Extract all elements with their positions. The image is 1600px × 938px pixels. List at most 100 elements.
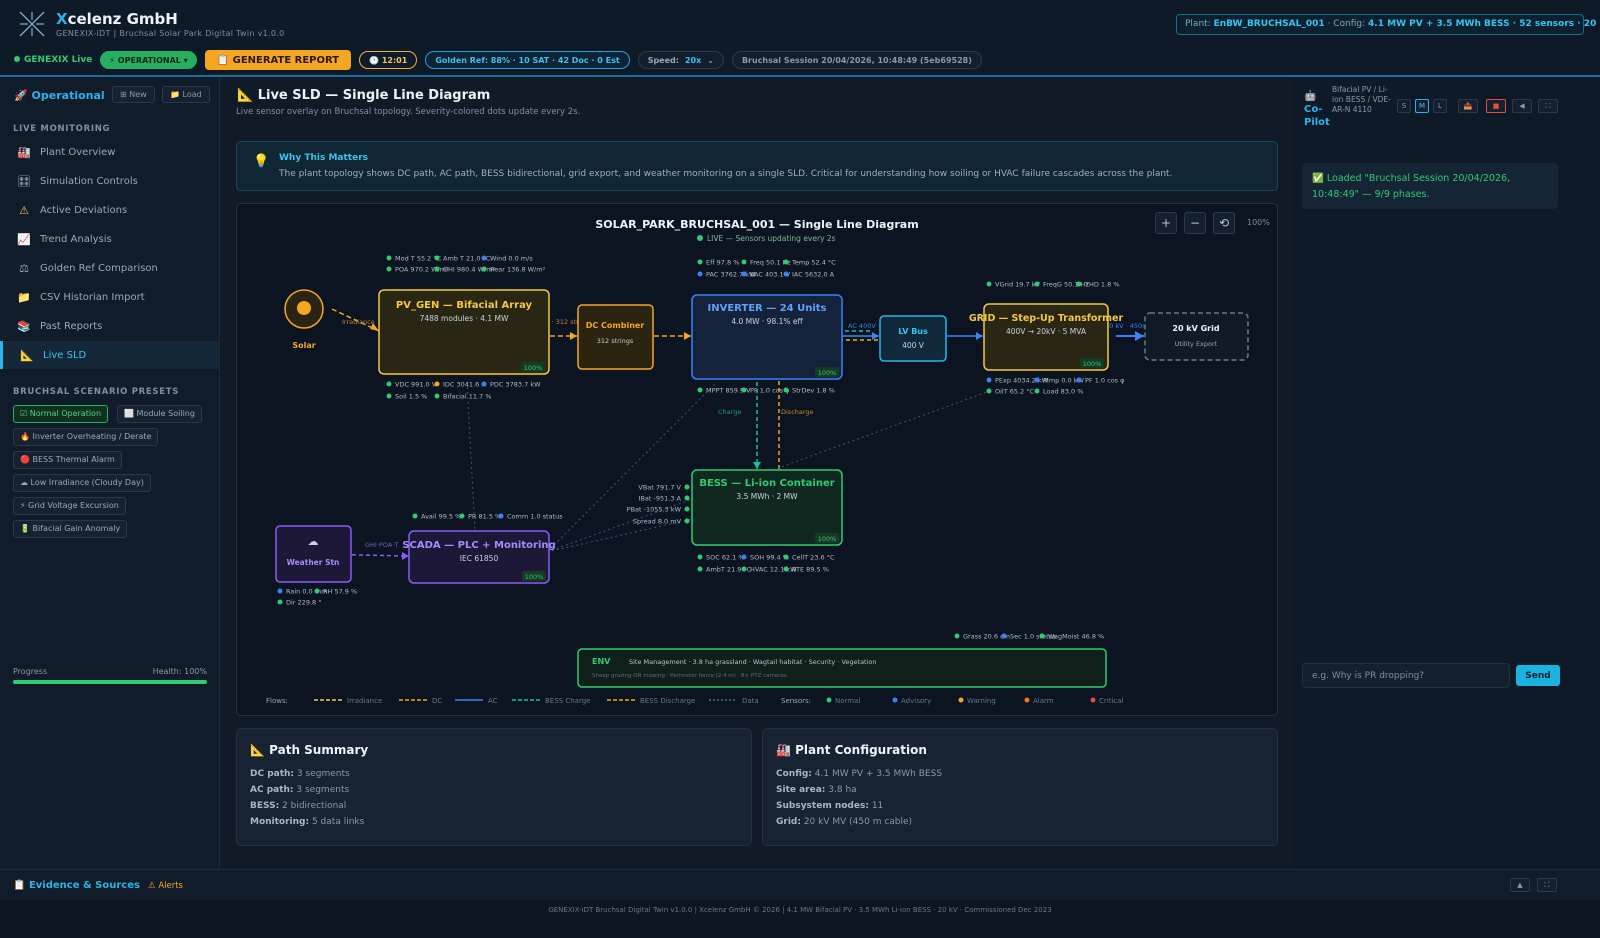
evidence-sources-tab[interactable]: 📋 Evidence & Sources	[13, 880, 140, 891]
sensor-label: IBat -951.3 A	[639, 495, 682, 503]
node-inverter[interactable]: INVERTER — 24 Units 4.0 MW · 98.1% eff 1…	[691, 294, 843, 380]
svg-text:Warning: Warning	[967, 697, 996, 705]
load-session-button[interactable]: 📁 Load	[162, 86, 210, 103]
sensor-dot	[434, 255, 440, 261]
svg-text:Solar: Solar	[292, 341, 315, 350]
reset-view-button[interactable]: ⟲	[1213, 212, 1235, 234]
single-line-diagram[interactable]: SOLAR_PARK_BRUCHSAL_001 — Single Line Di…	[237, 204, 1278, 716]
svg-text:BESS Discharge: BESS Discharge	[640, 697, 695, 705]
sensor-label: VDC 991.0 V	[395, 381, 437, 389]
sensor-label: SOH 99.4 %	[750, 554, 789, 562]
zoom-in-button[interactable]: +	[1155, 212, 1177, 234]
sensor-label: IAC 5632.0 A	[792, 271, 835, 279]
sidebar-item-live-sld[interactable]: 📐Live SLD	[0, 341, 219, 369]
sensor-dot	[1039, 633, 1045, 639]
bottom-bar: 📋 Evidence & Sources ⚠ Alerts ▲ ⛶	[0, 869, 1600, 900]
preset-inverter-overheating[interactable]: 🔥 Inverter Overheating / Derate	[13, 428, 159, 446]
factory-icon: 🏭	[17, 145, 31, 159]
sidebar-item-golden-ref[interactable]: ⚖Golden Ref Comparison	[0, 254, 219, 282]
node-weather-station[interactable]: ☁ Weather Stn	[275, 525, 352, 583]
expand-up-icon[interactable]: ▲	[1510, 878, 1530, 892]
node-scada[interactable]: SCADA — PLC + Monitoring IEC 61850 100%	[402, 530, 556, 584]
path-summary-card: 📐 Path Summary DC path: 3 segments AC pa…	[236, 728, 752, 846]
sensor-label: RH 57.9 %	[323, 588, 357, 596]
size-m-button[interactable]: M	[1415, 99, 1429, 113]
golden-ref-badge[interactable]: Golden Ref: 88% · 10 SAT · 42 Doc · 0 Es…	[425, 51, 630, 69]
svg-text:Data: Data	[742, 697, 759, 705]
sidebar-item-trend-analysis[interactable]: 📈Trend Analysis	[17, 232, 112, 246]
sensor-dot	[434, 381, 440, 387]
sensor-label: PExp 4034.2 kW	[995, 377, 1049, 385]
expand-icon[interactable]: ⛶	[1538, 99, 1558, 113]
sensor-dot	[783, 554, 789, 560]
export-icon[interactable]: 📤	[1458, 99, 1478, 113]
sensor-dot	[1001, 633, 1007, 639]
sensor-dot	[434, 266, 440, 272]
sensor-label: Spread 8.0 mV	[633, 518, 682, 526]
sensor-label: Load 83.0 %	[1043, 388, 1083, 396]
send-button[interactable]: Send	[1516, 665, 1560, 686]
node-lv-bus[interactable]: LV Bus 400 V	[879, 315, 947, 362]
fullscreen-icon[interactable]: ⛶	[1537, 878, 1557, 892]
copilot-panel: 🤖Co-Pilot Bifacial PV / Li-ion BESS / VD…	[1294, 77, 1600, 869]
sensor-label: SOC 62.1 %	[706, 554, 745, 562]
zoom-out-button[interactable]: −	[1184, 212, 1206, 234]
flow-label-irradiance: Irradiance	[342, 318, 375, 326]
sensor-label: PDC 3783.7 kW	[490, 381, 541, 389]
node-env[interactable]: ENV Site Management · 3.8 ha grassland ·…	[577, 648, 1107, 688]
sidebar-item-active-deviations[interactable]: ⚠Active Deviations	[0, 196, 219, 224]
sidebar-item-simulation-controls[interactable]: 🎛Simulation Controls	[17, 174, 138, 188]
speed-select[interactable]: Speed:20x⌄	[637, 51, 724, 69]
node-pv-array[interactable]: PV_GEN — Bifacial Array 7488 modules · 4…	[378, 289, 550, 375]
sensor-label: Amb T 21.0 °C	[443, 255, 491, 263]
plant-config-badge: Plant: EnBW_BRUCHSAL_001 · Config: 4.1 M…	[1176, 14, 1600, 35]
preset-low-irradiance[interactable]: ☁ Low Irradiance (Cloudy Day)	[13, 474, 151, 492]
sensor-dot	[741, 259, 747, 265]
sensor-dot	[386, 381, 392, 387]
document-icon: 📋	[13, 880, 26, 891]
alerts-tab[interactable]: ⚠ Alerts	[148, 881, 183, 891]
sensor-dot	[783, 259, 789, 265]
sensor-label: Rear 136.8 W/m²	[490, 266, 546, 274]
sensor-label: VBat 791.7 V	[638, 484, 681, 492]
sensor-label: StrDev 1.8 %	[792, 387, 835, 395]
sensor-dot	[459, 513, 465, 519]
svg-text:ENV: ENV	[592, 657, 611, 666]
sensor-label: MPPT 859.9 V	[706, 387, 751, 395]
svg-text:400V → 20kV · 5 MVA: 400V → 20kV · 5 MVA	[1006, 327, 1087, 336]
sensor-dot	[314, 588, 320, 594]
node-bess[interactable]: BESS — Li-ion Container 3.5 MWh · 2 MW 1…	[691, 469, 843, 546]
page-title: 📐 Live SLD — Single Line Diagram	[237, 88, 491, 103]
svg-text:Utility Export: Utility Export	[1175, 340, 1218, 348]
node-dc-combiner[interactable]: DC Combiner 312 strings	[577, 304, 654, 370]
svg-text:Irradiance: Irradiance	[347, 697, 382, 705]
svg-text:Advisory: Advisory	[901, 697, 931, 705]
why-this-matters-box: 💡 Why This Matters The plant topology sh…	[236, 141, 1278, 191]
status-dropdown[interactable]: ⚡ OPERATIONAL ▾	[100, 51, 197, 69]
node-grid-transformer[interactable]: GRID — Step-Up Transformer 400V → 20kV ·…	[969, 303, 1124, 371]
preset-module-soiling[interactable]: ⬜ Module Soiling	[117, 405, 202, 423]
new-session-button[interactable]: ⊞ New	[112, 86, 155, 103]
preset-grid-voltage[interactable]: ⚡ Grid Voltage Excursion	[13, 497, 126, 515]
sidebar-item-csv-import[interactable]: 📁CSV Historian Import	[17, 290, 145, 304]
node-solar[interactable]: Solar	[284, 289, 324, 350]
svg-text:4.0 MW · 98.1% eff: 4.0 MW · 98.1% eff	[731, 317, 803, 326]
preset-normal-operation[interactable]: ☑ Normal Operation	[13, 405, 109, 423]
collapse-icon[interactable]: ◀	[1512, 99, 1532, 113]
sensor-label: PF 1.0 cos φ	[750, 387, 789, 395]
size-l-button[interactable]: L	[1433, 99, 1447, 113]
generate-report-button[interactable]: 📋 GENERATE REPORT	[204, 50, 352, 70]
size-s-button[interactable]: S	[1397, 99, 1411, 113]
preset-bess-thermal-alarm[interactable]: 🔴 BESS Thermal Alarm	[13, 451, 122, 469]
why-text: The plant topology shows DC path, AC pat…	[279, 169, 1173, 179]
node-20kv-grid[interactable]: 20 kV Grid Utility Export	[1144, 312, 1249, 361]
stop-icon[interactable]: ■	[1486, 99, 1506, 113]
preset-bifacial-gain[interactable]: 🔋 Bifacial Gain Anomaly	[13, 520, 128, 538]
app-subtitle: GENEXIX-iDT | Bruchsal Solar Park Digita…	[56, 29, 285, 38]
logo-icon	[19, 11, 45, 37]
copilot-input[interactable]: e.g. Why is PR dropping?	[1302, 663, 1510, 688]
sensor-dot	[697, 566, 703, 572]
sidebar-item-past-reports[interactable]: 📚Past Reports	[17, 319, 103, 333]
svg-text:PV_GEN — Bifacial Array: PV_GEN — Bifacial Array	[396, 300, 533, 311]
sidebar-item-plant-overview[interactable]: 🏭Plant Overview	[17, 145, 116, 159]
